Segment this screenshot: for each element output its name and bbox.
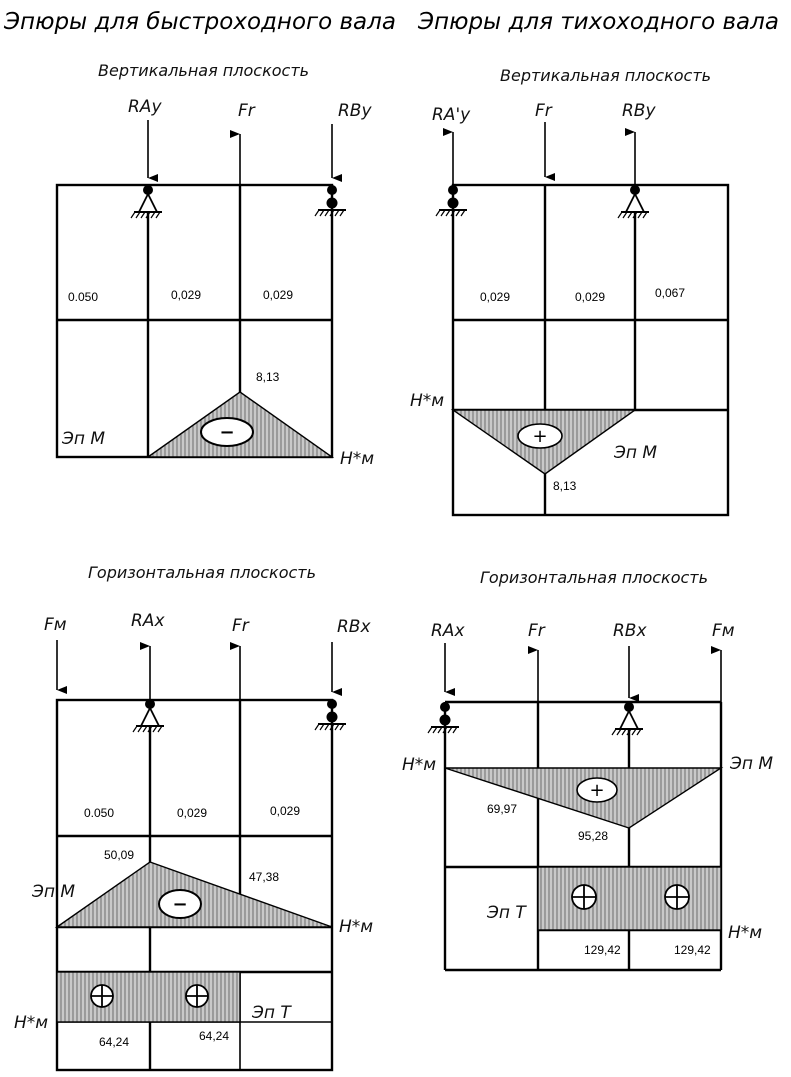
slow-vertical-diagram: Вертикальная плоскость RA'y Fr RBy 0,029…	[410, 66, 730, 517]
moment-value-1: 50,09	[104, 848, 134, 862]
length-label-1: 0.050	[68, 290, 98, 304]
pin-support-icon	[611, 701, 644, 736]
force-label-rbx: RBx	[337, 617, 371, 637]
force-label-fr: Fr	[535, 101, 553, 121]
title-slow-shaft: Эпюры для тихоходного вала	[417, 9, 779, 35]
pin-support-icon	[617, 184, 650, 219]
moment-label: Эп М	[729, 754, 773, 774]
plus-circle-icon	[90, 984, 114, 1008]
roller-support-icon	[314, 184, 347, 217]
torque-diagram-area	[56, 971, 241, 1023]
force-label-fm: Fм	[44, 615, 67, 635]
moment-label: Эп М	[31, 882, 75, 902]
svg-text:−: −	[219, 422, 234, 443]
torque-value-2: 129,42	[674, 943, 711, 957]
minus-sign-icon	[158, 889, 202, 919]
fast-vertical-diagram: Вертикальная плоскость RAy Fr RBy 0.050 …	[55, 61, 374, 469]
moment-value-1: 69,97	[487, 802, 517, 816]
moment-value-2: 47,38	[249, 870, 279, 884]
force-label-fr: Fr	[528, 621, 546, 641]
roller-support-icon	[435, 184, 468, 217]
plus-circle-icon	[571, 884, 597, 910]
moment-value-2: 95,28	[578, 829, 608, 843]
moment-label: Эп М	[613, 443, 657, 463]
torque-value-1: 64,24	[99, 1035, 129, 1049]
pin-support-icon	[132, 698, 165, 733]
plus-circle-icon	[185, 984, 209, 1008]
force-label-ray: RA'y	[432, 105, 471, 125]
length-label-1: 0,029	[480, 290, 510, 304]
torque-unit-label: Н*м	[14, 1013, 48, 1033]
plus-circle-icon	[664, 884, 690, 910]
moment-unit-label: Н*м	[339, 917, 373, 937]
length-label-2: 0,029	[177, 806, 207, 820]
torque-value-1: 129,42	[584, 943, 621, 957]
force-label-fr: Fr	[238, 101, 256, 121]
force-label-fr: Fr	[232, 616, 250, 636]
svg-text:+: +	[589, 780, 604, 801]
unit-label: Н*м	[340, 449, 374, 469]
slow-vertical-frame	[451, 183, 730, 517]
length-label-3: 0,029	[263, 288, 293, 302]
plus-sign-icon	[576, 777, 618, 803]
slow-horizontal-heading: Горизонтальная плоскость	[480, 568, 708, 587]
plus-sign-icon	[517, 423, 563, 449]
torque-value-2: 64,24	[199, 1029, 229, 1043]
fast-horizontal-heading: Горизонтальная плоскость	[88, 563, 316, 582]
torque-unit-label: Н*м	[728, 923, 762, 943]
torque-label: Эп Т	[486, 903, 527, 923]
force-label-rax: RAx	[131, 611, 165, 631]
moment-label: Эп М	[61, 429, 105, 449]
roller-support-icon	[314, 698, 347, 731]
moment-unit-label: Н*м	[402, 755, 436, 775]
fast-horizontal-frame	[55, 698, 334, 1072]
force-label-rby: RBy	[622, 101, 656, 121]
force-label-fm: Fм	[712, 621, 735, 641]
length-label-3: 0,029	[270, 804, 300, 818]
title-fast-shaft: Эпюры для быстроходного вала	[3, 9, 396, 35]
svg-text:+: +	[532, 426, 547, 447]
length-label-3: 0,067	[655, 286, 685, 300]
force-label-rby: RBy	[338, 101, 372, 121]
force-label-rbx: RBx	[613, 621, 647, 641]
minus-sign-icon	[200, 417, 254, 447]
fast-vertical-heading: Вертикальная плоскость	[98, 61, 309, 80]
unit-label: Н*м	[410, 391, 444, 411]
pin-support-icon	[130, 184, 163, 219]
force-label-rax: RAx	[431, 621, 465, 641]
moment-value: 8,13	[256, 370, 280, 384]
slow-vertical-heading: Вертикальная плоскость	[500, 66, 711, 85]
slow-horizontal-diagram: Горизонтальная плоскость RAx Fr RBx Fм +…	[402, 568, 773, 972]
moment-value: 8,13	[553, 479, 577, 493]
length-label-1: 0.050	[84, 806, 114, 820]
length-label-2: 0,029	[171, 288, 201, 302]
svg-text:−: −	[172, 894, 187, 915]
roller-support-icon	[427, 701, 460, 734]
torque-diagram-area	[537, 866, 722, 931]
torque-label: Эп Т	[251, 1003, 292, 1023]
length-label-2: 0,029	[575, 290, 605, 304]
fast-horizontal-diagram: Горизонтальная плоскость Fм RAx Fr RBx 0…	[14, 563, 373, 1072]
force-label-ray: RAy	[128, 97, 162, 117]
